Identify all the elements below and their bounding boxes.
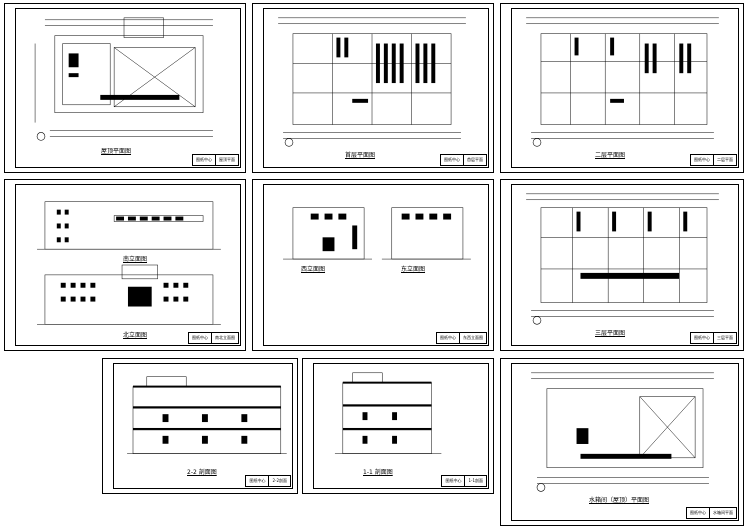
elevation-title-north: 北立面图 — [123, 332, 148, 339]
sheet-title: 二层平面图 — [595, 152, 626, 159]
title-block: 图纸中心 南北立面图 — [188, 332, 239, 344]
sheet-section-2-2: 2-2 剖面图 图纸中心 2-2剖面 — [102, 358, 298, 494]
drawing-frame — [263, 8, 489, 168]
title-block-name: 东西立面图 — [459, 333, 486, 343]
elevation-title-south: 南立面图 — [123, 256, 148, 263]
south-north-elevation-drawing — [37, 201, 221, 325]
title-block: 图纸中心 1-1剖面 — [441, 475, 487, 487]
water-tank-plan-drawing — [531, 372, 714, 492]
west-east-elevation-drawing — [283, 207, 471, 260]
drawing-frame — [511, 8, 739, 168]
title-block: 图纸中心 水箱间平面 — [686, 507, 737, 519]
title-block-org: 图纸中心 — [690, 510, 706, 515]
sheet-roof-plan: 屋顶平面图 图纸中心 屋顶平面 — [4, 3, 246, 173]
title-block: 图纸中心 三层平面 — [690, 332, 737, 344]
sheet-first-floor-plan: 首层平面图 图纸中心 首层平面 — [252, 3, 494, 173]
title-block: 图纸中心 屋顶平面 — [192, 154, 239, 166]
drawing-frame — [511, 184, 739, 346]
title-block-name: 首层平面 — [463, 155, 486, 165]
title-block-name: 南北立面图 — [211, 333, 238, 343]
title-block-org: 图纸中心 — [249, 478, 266, 483]
drawing-frame — [263, 184, 489, 346]
sheet-title: 首层平面图 — [345, 152, 376, 159]
third-floor-drawing — [526, 193, 719, 325]
title-block-name: 1-1剖面 — [464, 476, 486, 486]
section-1-1-drawing — [334, 372, 442, 454]
title-block-org: 图纸中心 — [192, 335, 208, 340]
title-block-org: 图纸中心 — [444, 157, 460, 162]
sheet-second-floor-plan: 二层平面图 图纸中心 二层平面 — [500, 3, 744, 173]
title-block-name: 二层平面 — [713, 155, 736, 165]
elevation-title-west: 西立面图 — [301, 266, 326, 273]
title-block: 图纸中心 东西立面图 — [436, 332, 487, 344]
title-block: 图纸中心 2-2剖面 — [245, 475, 291, 487]
second-floor-drawing — [526, 17, 719, 147]
drawing-frame — [511, 363, 739, 521]
first-floor-drawing — [278, 17, 466, 147]
title-block-org: 图纸中心 — [445, 478, 462, 483]
title-block-org: 图纸中心 — [196, 157, 212, 162]
drawing-frame — [113, 363, 293, 489]
title-block-org: 图纸中心 — [694, 335, 710, 340]
drawing-frame — [313, 363, 489, 489]
title-block: 图纸中心 首层平面 — [440, 154, 487, 166]
section-2-2-drawing — [127, 376, 287, 454]
sheet-water-tank-plan: 水箱间（屋顶）平面图 图纸中心 水箱间平面 — [500, 358, 744, 526]
sheet-third-floor-plan: 三层平面图 图纸中心 三层平面 — [500, 179, 744, 351]
roof-plan-drawing — [34, 17, 213, 141]
sheet-title: 水箱间（屋顶）平面图 — [589, 497, 650, 504]
title-block-org: 图纸中心 — [440, 335, 456, 340]
sheet-title: 1-1 剖面图 — [363, 469, 393, 476]
drawing-frame — [15, 184, 241, 346]
title-block-name: 2-2剖面 — [268, 476, 290, 486]
title-block-org: 图纸中心 — [694, 157, 710, 162]
sheet-title: 屋顶平面图 — [101, 148, 132, 155]
elevation-title-east: 东立面图 — [401, 266, 426, 273]
sheet-section-1-1: 1-1 剖面图 图纸中心 1-1剖面 — [302, 358, 494, 494]
sheet-title: 2-2 剖面图 — [187, 469, 217, 476]
sheet-west-east-elevation: 西立面图 东立面图 图纸中心 东西立面图 — [252, 179, 494, 351]
title-block-name: 水箱间平面 — [709, 508, 736, 518]
sheet-title: 三层平面图 — [595, 330, 626, 337]
drawing-frame — [15, 8, 241, 168]
title-block: 图纸中心 二层平面 — [690, 154, 737, 166]
title-block-name: 三层平面 — [713, 333, 736, 343]
sheet-south-north-elevation: 南立面图 北立面图 图纸中心 南北立面图 — [4, 179, 246, 351]
title-block-name: 屋顶平面 — [215, 155, 238, 165]
